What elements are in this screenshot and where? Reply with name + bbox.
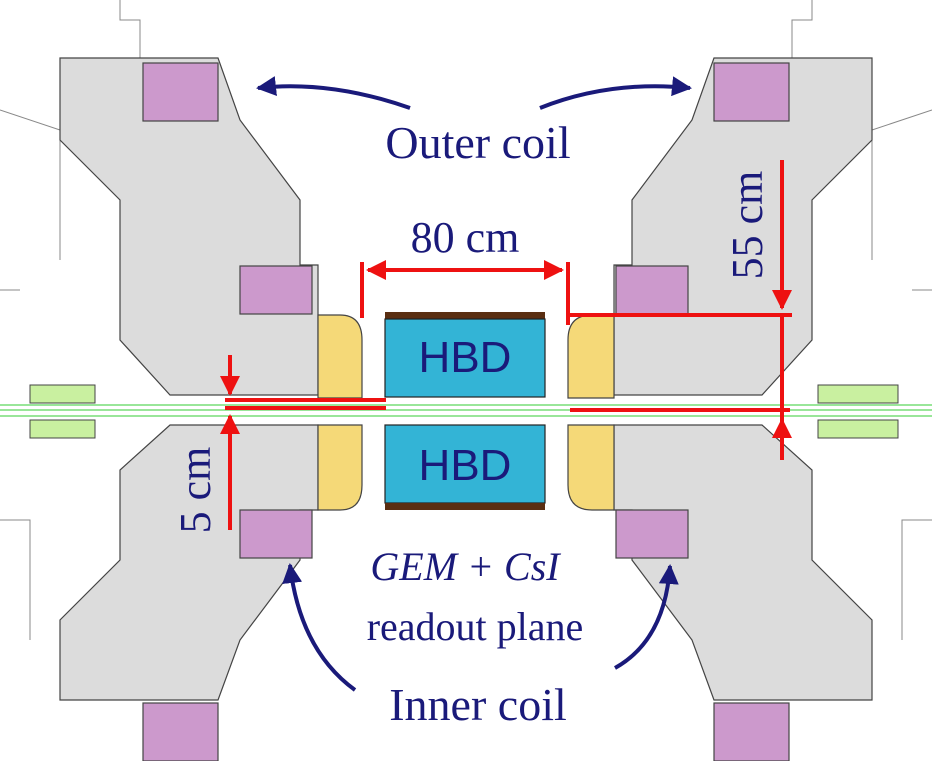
pole-tip-right-top — [567, 314, 615, 399]
outer-coil-label: Outer coil — [385, 117, 570, 168]
pole-tip-left-top — [317, 314, 363, 399]
pole-tip-right-bottom — [567, 424, 615, 511]
outer-coil-right-top — [713, 62, 790, 122]
outer-coil-arrow-left — [256, 76, 411, 110]
outer-coil-arrow-right — [539, 76, 692, 110]
dimension-lines — [220, 160, 792, 530]
hbd-top-detector — [384, 312, 546, 398]
dim-80-label: 80 cm — [411, 213, 520, 262]
readout-label-line1: GEM + CsI — [370, 544, 561, 589]
beam-line — [0, 404, 932, 417]
right-magnet-yoke — [613, 57, 873, 701]
inner-coil-label: Inner coil — [389, 679, 567, 730]
hbd-bottom-label: HBD — [419, 441, 512, 490]
pole-tip-left-bottom — [317, 424, 363, 511]
dim-5-label: 5 cm — [171, 447, 220, 534]
inner-coils — [239, 265, 689, 559]
hbd-top-label: HBD — [419, 333, 512, 382]
inner-coil-arrow-right — [614, 564, 679, 670]
inner-coil-left-top — [239, 265, 313, 315]
dim-55-label: 55 cm — [723, 171, 772, 280]
outer-coils — [142, 62, 790, 761]
beam-supports — [29, 384, 899, 439]
outer-coil-left-top — [142, 62, 219, 122]
readout-label-line2: readout plane — [367, 604, 584, 649]
left-magnet-yoke — [59, 57, 319, 701]
outer-coil-right-bottom — [713, 702, 790, 761]
annotation-arrows — [256, 76, 692, 692]
inner-coil-right-top — [615, 265, 689, 315]
outer-coil-left-bottom — [142, 702, 219, 761]
hbd-bottom-detector — [384, 424, 546, 510]
inner-coil-left-bottom — [239, 509, 313, 559]
inner-coil-right-bottom — [615, 509, 689, 559]
inner-coil-arrow-left — [282, 563, 357, 692]
pole-tips — [317, 314, 615, 511]
